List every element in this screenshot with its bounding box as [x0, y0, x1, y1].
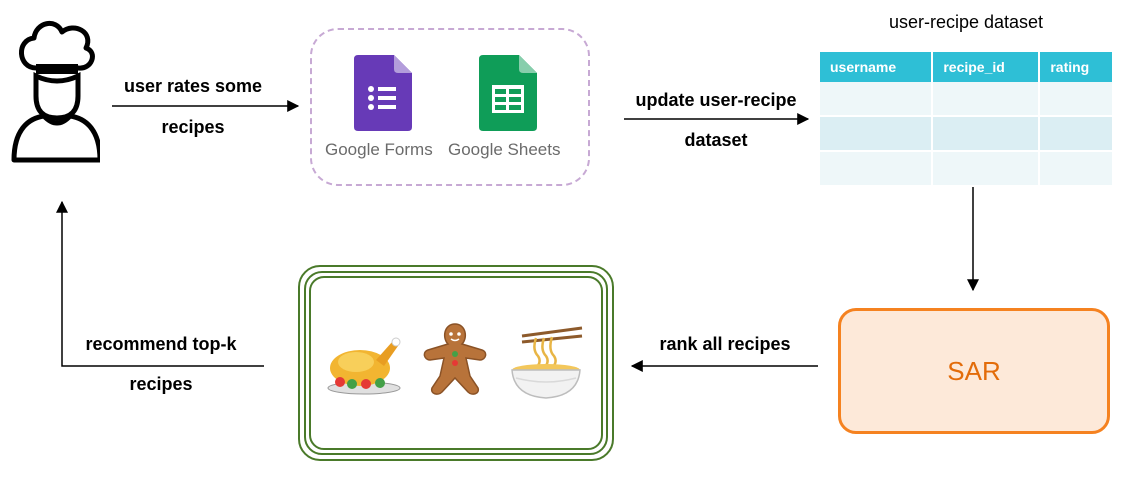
recommend-label: recommend top-k [85, 334, 237, 354]
google-sheets-icon [479, 55, 537, 131]
column-header-recipe-id: recipe_id [932, 52, 1041, 82]
update-dataset-label-line2: dataset [684, 130, 748, 150]
roast-chicken-icon [327, 337, 401, 395]
table-row [820, 116, 1112, 152]
noodle-bowl-icon [511, 326, 583, 399]
recipes-box [298, 265, 614, 461]
google-tools-box [310, 28, 590, 186]
user-rates-label-line2: recipes [161, 117, 225, 137]
column-header-username: username [820, 52, 934, 82]
arrow-recipes-to-user [56, 200, 264, 367]
table-row [820, 151, 1112, 187]
dataset-title: user-recipe dataset [888, 12, 1044, 32]
gingerbread-man-icon [423, 323, 487, 395]
google-sheets-label: Google Sheets [448, 140, 561, 159]
recommend-label-line2: recipes [129, 374, 193, 394]
table-row [820, 82, 1112, 117]
chef-icon [11, 21, 100, 163]
rank-recipes-label: rank all recipes [659, 334, 791, 354]
user-rates-label: user rates some [123, 76, 263, 96]
column-header-rating: rating [1039, 52, 1112, 82]
google-forms-icon [354, 55, 412, 131]
sar-box: SAR [838, 308, 1110, 434]
update-dataset-label: update user-recipe [635, 90, 797, 110]
dataset-table: username recipe_id rating [820, 52, 1112, 187]
google-forms-label: Google Forms [325, 140, 433, 159]
